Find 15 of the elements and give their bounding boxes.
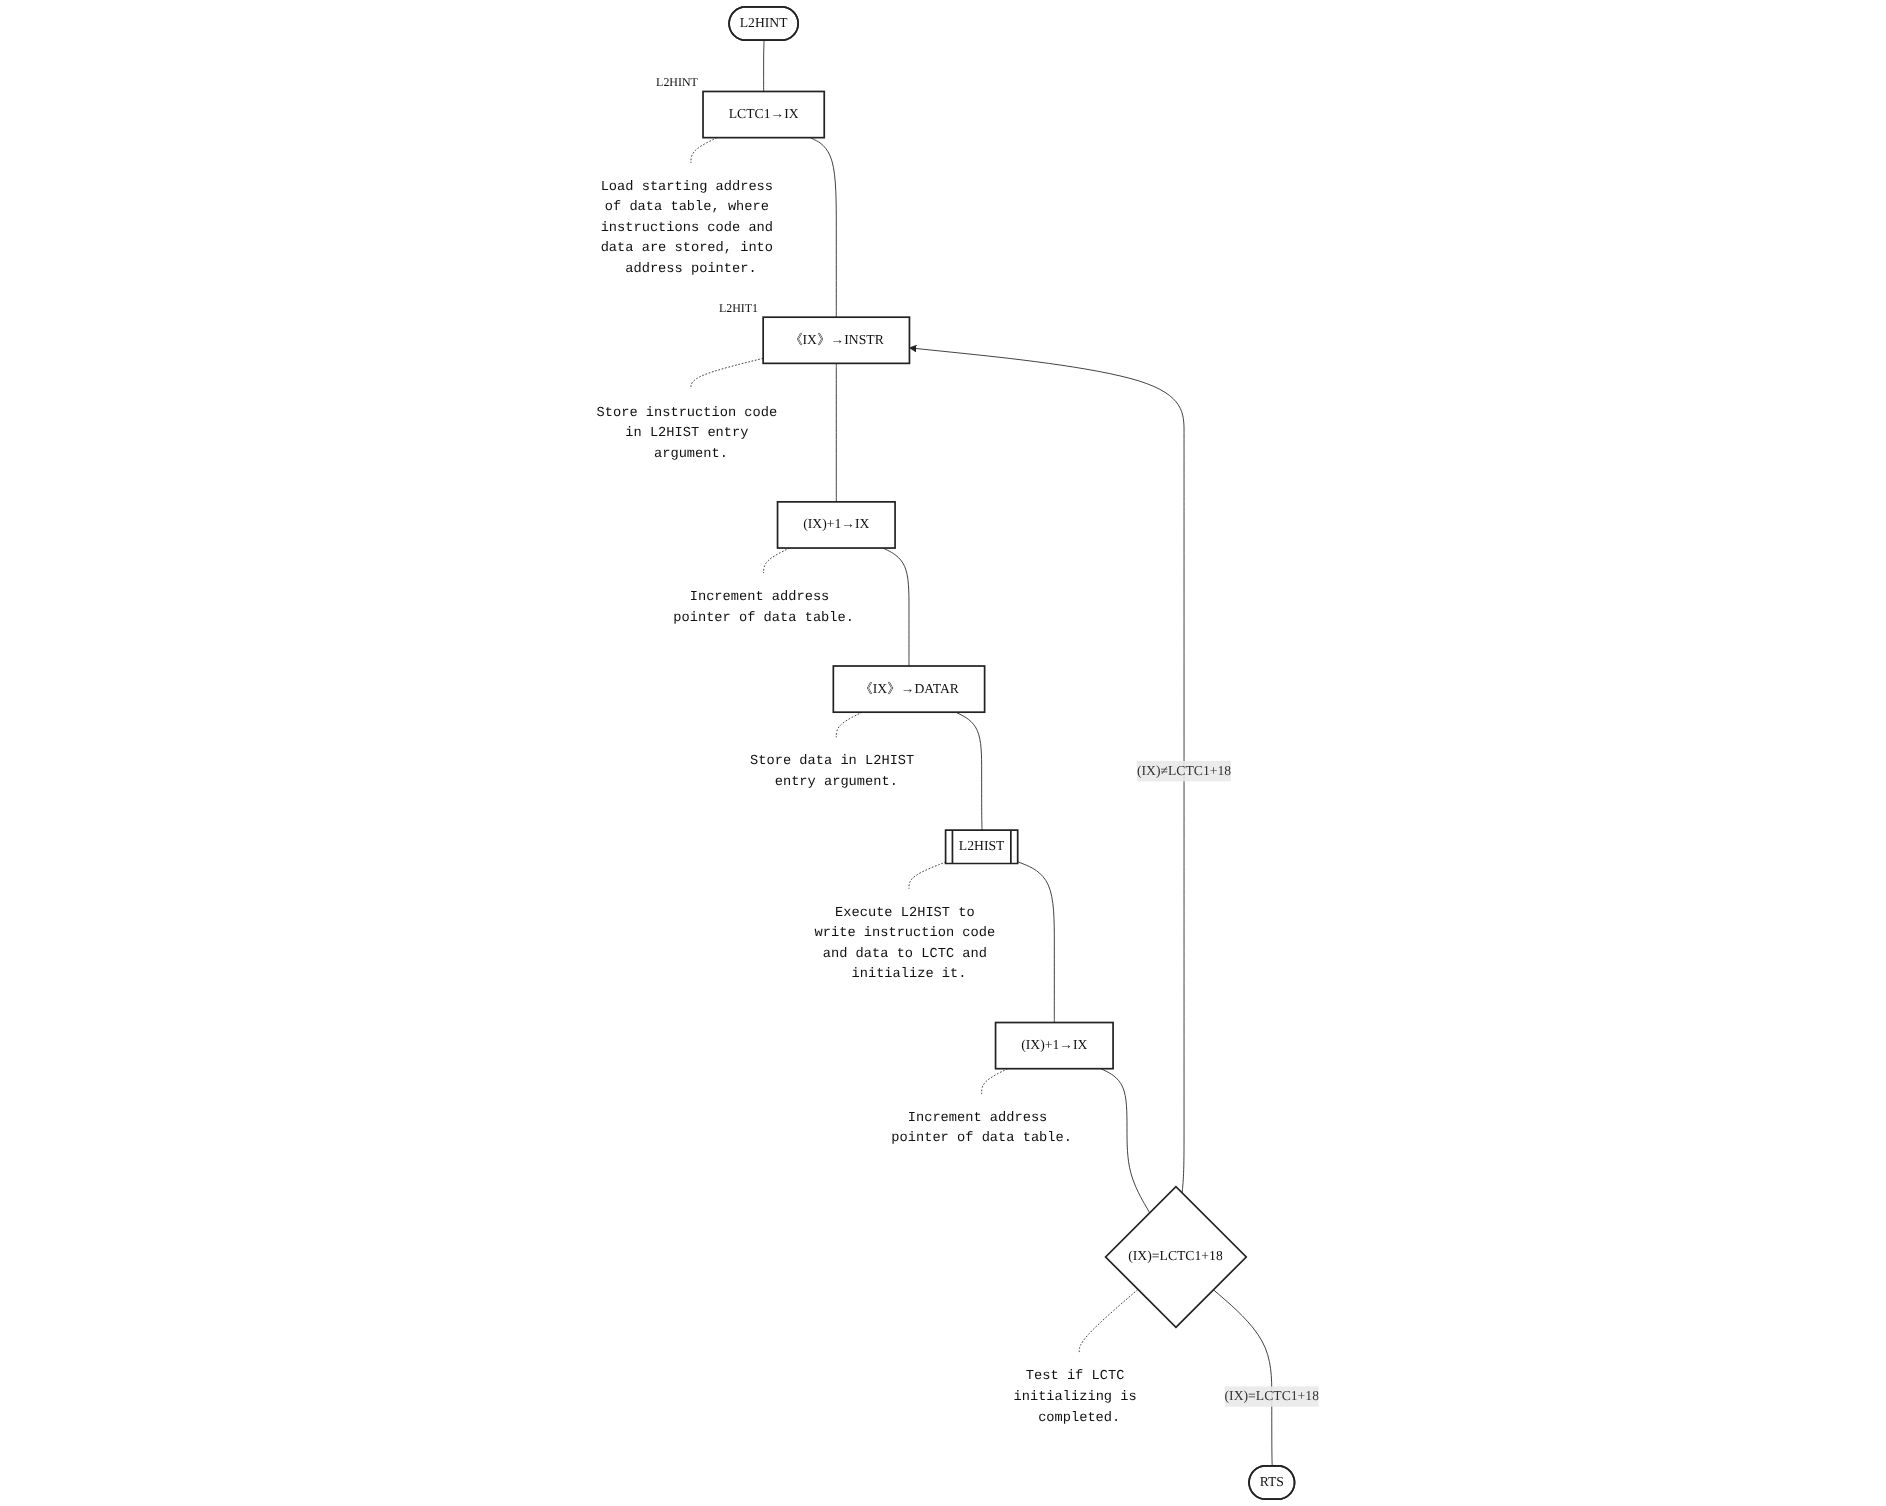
connector — [835, 362, 837, 503]
connector — [690, 357, 764, 390]
connector — [908, 861, 947, 890]
connector — [981, 1068, 1009, 1095]
connector — [1100, 1068, 1150, 1213]
connector — [882, 547, 910, 667]
connector — [835, 711, 863, 739]
connector — [690, 137, 718, 164]
connector — [763, 547, 790, 575]
connector — [1017, 861, 1055, 1023]
connector — [955, 711, 983, 831]
connector — [763, 40, 765, 92]
connector — [809, 137, 837, 318]
connector — [1078, 1289, 1139, 1354]
connector — [1212, 1289, 1273, 1467]
